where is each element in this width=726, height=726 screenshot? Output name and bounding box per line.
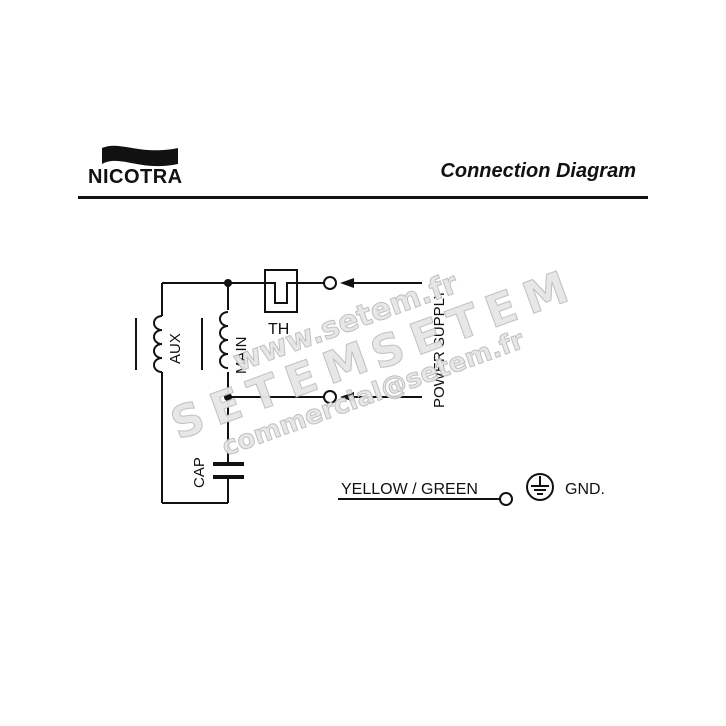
- ground-label: GND.: [565, 481, 605, 498]
- main-coil-icon: [201, 311, 229, 370]
- power-supply-label: POWER SUPPLY: [431, 289, 448, 408]
- arrow-left-icon: [340, 278, 354, 288]
- terminal-circle-icon: [323, 390, 337, 404]
- junction-dot: [224, 279, 232, 287]
- capacitor-icon: [213, 462, 244, 479]
- terminal-circle-icon: [323, 276, 337, 290]
- thermal-label: TH: [268, 321, 289, 338]
- brand-name: NICOTRA: [88, 166, 183, 188]
- earth-ground-icon: [526, 473, 554, 501]
- page-title: Connection Diagram: [440, 160, 636, 182]
- logo-wave-icon: [102, 145, 178, 167]
- ground-wire-label: YELLOW / GREEN: [341, 481, 478, 498]
- junction-dot: [224, 393, 232, 401]
- capacitor-label: CAP: [191, 457, 208, 488]
- header-divider: [78, 196, 648, 199]
- aux-coil-icon: [135, 315, 163, 373]
- arrow-left-icon: [340, 392, 354, 402]
- thermal-protector-icon: [264, 269, 298, 313]
- nicotra-logo: NICOTRA: [88, 142, 208, 192]
- aux-label: AUX: [167, 333, 184, 364]
- terminal-circle-icon: [499, 492, 513, 506]
- main-label: MAIN: [233, 337, 250, 375]
